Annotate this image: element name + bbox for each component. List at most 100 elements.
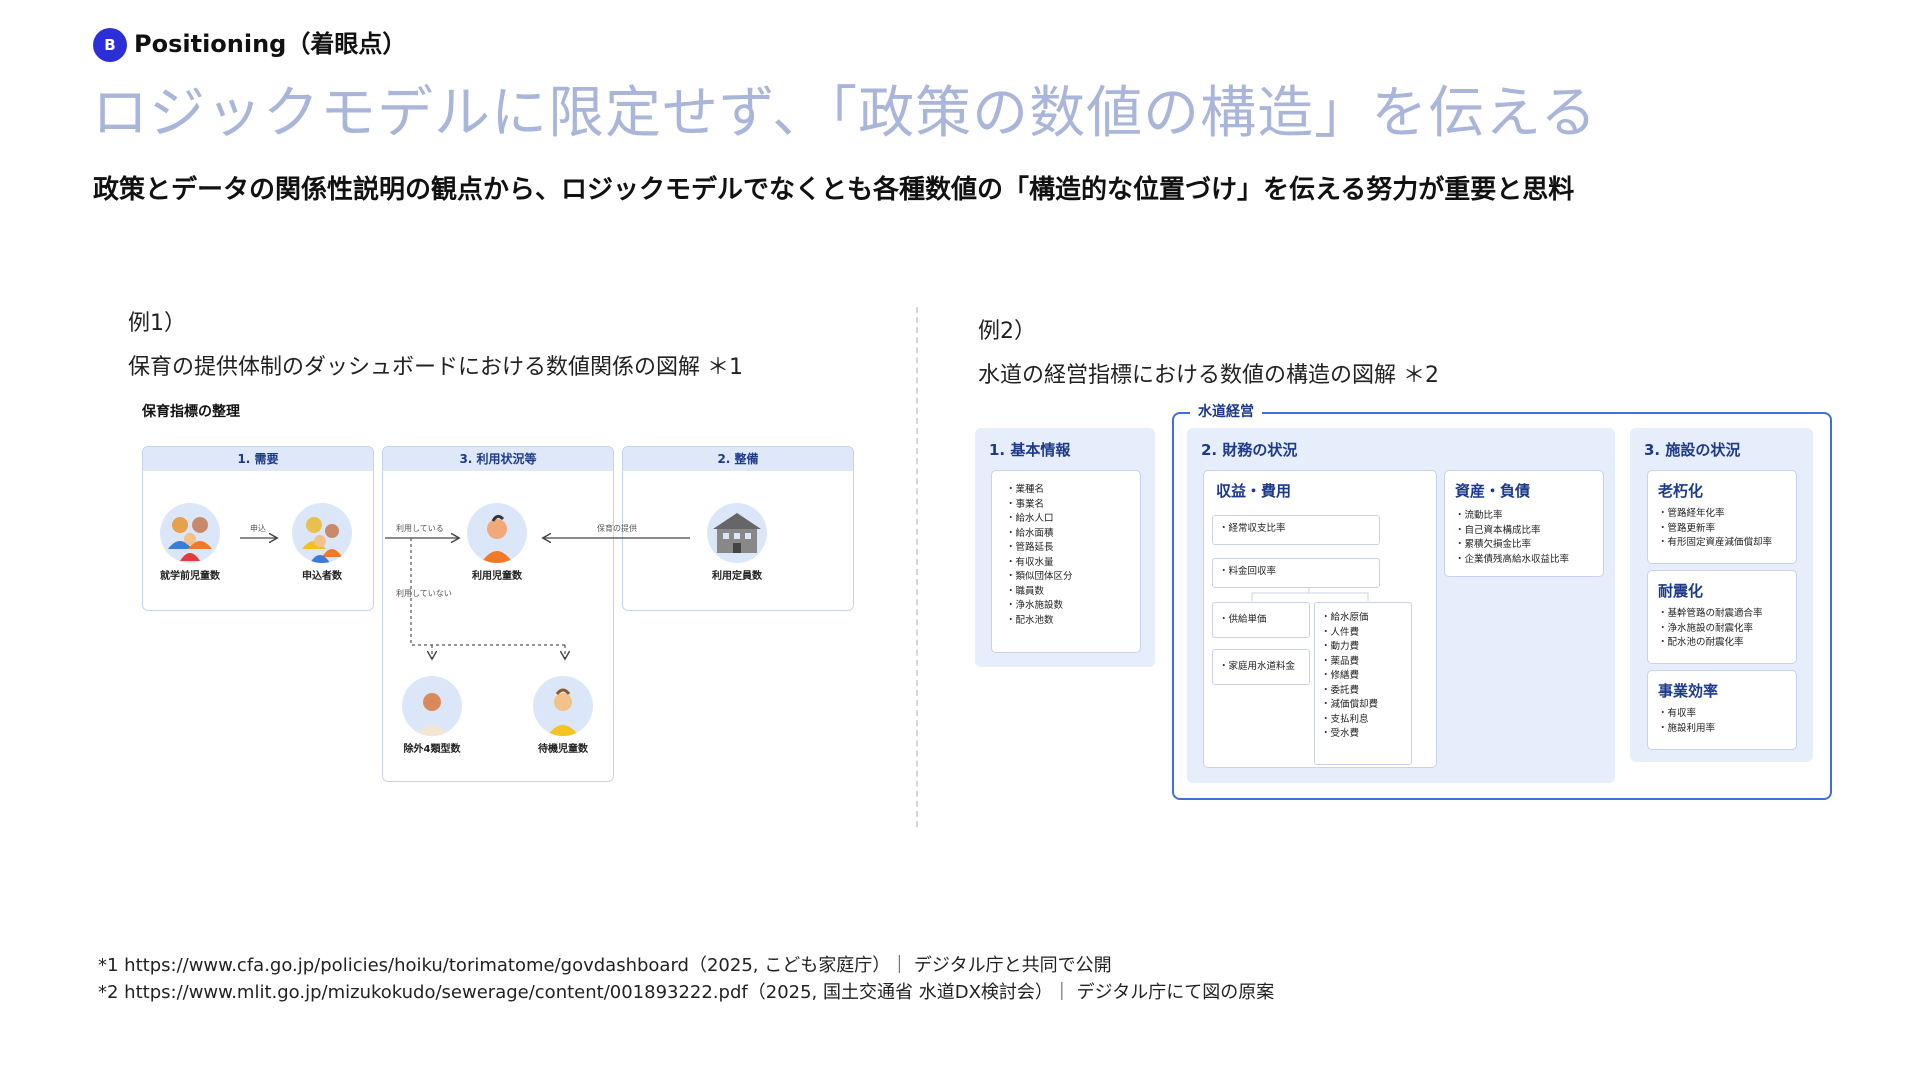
edge-label-using: 利用している [396,524,444,533]
supply-column-header: 2. 整備 [623,447,853,471]
aging-title: 老朽化 [1658,482,1704,500]
node-applicants: 申込者数 [282,503,362,582]
list-item: 有形固定資産減価償却率 [1658,536,1773,551]
child-icon [533,676,593,736]
building-icon [707,503,767,563]
example2-description: 水道の経営指標における数値の構造の図解 ＊2 [978,363,1439,388]
section-badge: B [93,28,127,62]
water-management-title: 水道経営 [1190,401,1262,421]
list-item: 給水人口 [1006,512,1073,527]
list-item: 管路延長 [1006,541,1073,556]
node-users: 利用児童数 [457,503,537,582]
node-label: 就学前児童数 [160,571,220,582]
demand-column-header: 1. 需要 [143,447,373,471]
seismic-list: 基幹管路の耐震適合率浄水施設の耐震化率配水池の耐震化率 [1658,607,1763,651]
seismic-card: 耐震化 基幹管路の耐震適合率浄水施設の耐震化率配水池の耐震化率 [1647,570,1797,664]
family-icon [160,503,220,563]
aging-list: 管路経年化率管路更新率有形固定資産減価償却率 [1658,507,1773,551]
list-item: 給水面積 [1006,527,1073,542]
node-label: 待機児童数 [538,744,588,755]
aging-card: 老朽化 管路経年化率管路更新率有形固定資産減価償却率 [1647,470,1797,564]
list-item: 配水池数 [1006,614,1073,629]
applicants-icon [292,503,352,563]
section-label: Positioning（着眼点） [134,30,407,58]
list-item: 動力費 [1321,640,1411,655]
list-item: 修繕費 [1321,669,1411,684]
basic-info-list: 業種名事業名給水人口給水面積管路延長有収水量類似団体区分職員数浄水施設数配水池数 [1006,483,1073,628]
example1-description: 保育の提供体制のダッシュボードにおける数値関係の図解 ＊1 [128,355,743,380]
list-item: 管路経年化率 [1658,507,1772,522]
footnote-1: *1 https://www.cfa.go.jp/policies/hoiku/… [98,955,1112,976]
assets-liabilities-card: 資産・負債 流動比率自己資本構成比率累積欠損金比率企業債残高給水収益比率 [1444,470,1604,577]
list-item: 業種名 [1006,483,1073,498]
node-waiting: 待機児童数 [523,676,603,755]
list-item: 事業名 [1006,498,1073,513]
list-item: 浄水施設数 [1006,599,1073,614]
childcare-diagram-title: 保育指標の整理 [142,404,240,420]
node-label: 利用児童数 [472,571,522,582]
edge-label-not-using: 利用していない [396,589,452,598]
unit-price-box: ・供給単価 [1212,602,1310,638]
node-preschool: 就学前児童数 [150,503,230,582]
operating-ratio-label: 経常収支比率 [1228,523,1286,534]
example1-label: 例1） [128,311,186,336]
child-icon [402,676,462,736]
basic-info-title: 1. 基本情報 [989,441,1071,459]
list-item: 職員数 [1006,585,1073,600]
basic-info-card: 業種名事業名給水人口給水面積管路延長有収水量類似団体区分職員数浄水施設数配水池数 [991,470,1141,653]
list-item: 施設利用率 [1658,722,1716,737]
usage-column-header: 3. 利用状況等 [383,447,613,471]
list-item: 減価償却費 [1321,698,1411,713]
node-label: 除外4類型数 [403,744,461,755]
child-icon [467,503,527,563]
collection-rate-box: ・料金回収率 [1212,558,1380,588]
list-item: 給水原価 [1321,611,1411,626]
divider [916,307,918,827]
node-label: 利用定員数 [712,571,762,582]
finance-title: 2. 財務の状況 [1201,441,1298,459]
list-item: 受水費 [1321,727,1411,742]
list-item: 委託費 [1321,684,1411,699]
footnote-2: *2 https://www.mlit.go.jp/mizukokudo/sew… [98,982,1275,1003]
water-management-frame [1172,412,1832,800]
facilities-panel: 3. 施設の状況 老朽化 管路経年化率管路更新率有形固定資産減価償却率 耐震化 … [1630,428,1813,762]
unit-price-label: 供給単価 [1228,614,1267,625]
list-item: 管路更新率 [1658,522,1772,537]
bullet-text: ・ [1219,566,1229,577]
operating-ratio-box: ・経常収支比率 [1212,515,1380,545]
bullet-text: ・ [1219,614,1229,625]
revenue-connectors [1251,587,1369,601]
list-item: 基幹管路の耐震適合率 [1658,607,1763,622]
list-item: 浄水施設の耐震化率 [1658,622,1763,637]
list-item: 薬品費 [1321,655,1411,670]
edge-label-apply: 申込 [250,524,266,533]
efficiency-card: 事業効率 有収率施設利用率 [1647,670,1797,750]
node-label: 申込者数 [302,571,342,582]
cost-items-list: 給水原価人件費動力費薬品費修繕費委託費減価償却費支払利息受水費 [1321,611,1411,742]
bullet-text: ・ [1219,523,1229,534]
list-item: 自己資本構成比率 [1455,524,1569,539]
household-fee-box: ・家庭用水道料金 [1212,649,1310,685]
list-item: 企業債残高給水収益比率 [1455,553,1570,568]
cost-items-box: 給水原価人件費動力費薬品費修繕費委託費減価償却費支払利息受水費 [1314,602,1412,765]
assets-list: 流動比率自己資本構成比率累積欠損金比率企業債残高給水収益比率 [1455,509,1570,568]
list-item: 有収率 [1658,707,1715,722]
page-subtitle: 政策とデータの関係性説明の観点から、ロジックモデルでなくとも各種数値の「構造的な… [93,175,1575,205]
footnotes: *1 https://www.cfa.go.jp/policies/hoiku/… [98,952,1274,1006]
finance-panel: 2. 財務の状況 収益・費用 ・経常収支比率 ・料金回収率 ・供給単価 ・家庭用… [1187,428,1615,783]
collection-rate-label: 料金回収率 [1228,566,1277,577]
seismic-title: 耐震化 [1658,582,1704,600]
revenue-cost-card: 収益・費用 ・経常収支比率 ・料金回収率 ・供給単価 ・家庭用水道料金 給水原価… [1203,470,1437,768]
list-item: 人件費 [1321,626,1411,641]
basic-info-panel: 1. 基本情報 業種名事業名給水人口給水面積管路延長有収水量類似団体区分職員数浄… [975,428,1155,667]
example2-label: 例2） [978,319,1036,344]
efficiency-title: 事業効率 [1658,682,1719,700]
list-item: 累積欠損金比率 [1455,538,1569,553]
list-item: 支払利息 [1321,713,1411,728]
page-title: ロジックモデルに限定せず、「政策の数値の構造」を伝える [92,81,1598,146]
list-item: 流動比率 [1455,509,1569,524]
edge-label-provide: 保育の提供 [597,524,637,533]
bullet-text: ・ [1219,661,1229,672]
list-item: 配水池の耐震化率 [1658,636,1763,651]
